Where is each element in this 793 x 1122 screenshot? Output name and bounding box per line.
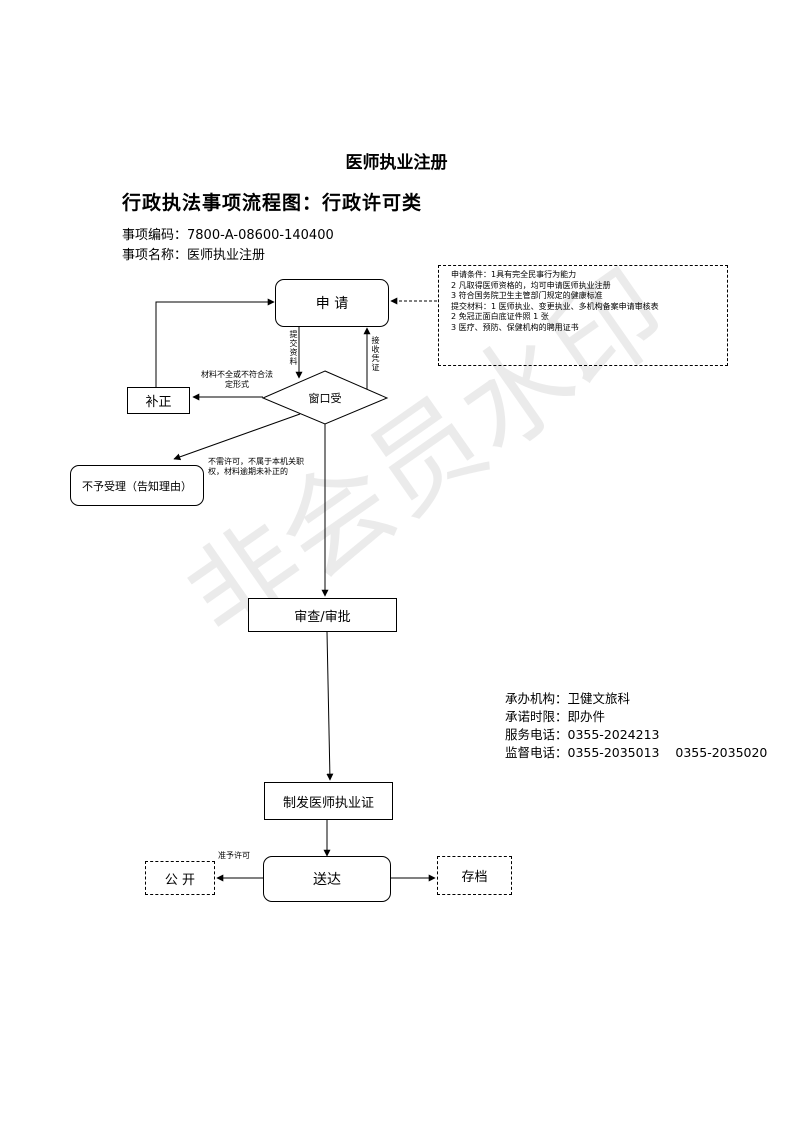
label-grant: 准予许可 xyxy=(218,851,250,860)
node-apply: 申 请 xyxy=(275,279,389,327)
condition-line: 3 符合国务院卫生主管部门规定的健康标准 xyxy=(451,291,603,300)
node-archive: 存档 xyxy=(437,856,512,895)
condition-line: 2 凡取得医师资格的，均可申请医师执业注册 xyxy=(451,280,611,290)
edge-supplement-apply xyxy=(155,298,275,387)
page-subtitle: 行政执法事项流程图：行政许可类 xyxy=(122,192,423,214)
info-time-limit: 承诺时限：即办件 xyxy=(505,709,606,724)
info-supervise-phone: 监督电话：0355-2035013 0355-2035020 xyxy=(505,745,768,760)
conditions-box: 申请条件：1具有完全民事行为能力 2 凡取得医师资格的，均可申请医师执业注册 3… xyxy=(438,265,728,366)
page-title: 医师执业注册 xyxy=(345,153,448,173)
condition-line: 3 医疗、预防、保健机构的聘用证书 xyxy=(451,322,579,332)
info-service-phone: 服务电话：0355-2024213 xyxy=(505,727,660,742)
condition-line: 申请条件：1具有完全民事行为能力 xyxy=(451,270,577,279)
node-reject: 不予受理（告知理由） xyxy=(70,465,204,506)
item-code: 事项编码：7800-A-08600-140400 xyxy=(122,228,334,243)
node-issue: 制发医师执业证 xyxy=(264,782,393,820)
node-deliver: 送达 xyxy=(263,856,391,902)
edge-to-issue xyxy=(326,631,334,781)
condition-line: 提交材料：1 医师执业、变更执业、多机构备案申请审核表 xyxy=(451,301,659,311)
label-receive: 接收凭证 xyxy=(371,336,380,372)
edge-reject xyxy=(173,413,301,461)
label-submit: 提交资料 xyxy=(289,330,298,366)
node-publish: 公 开 xyxy=(145,861,215,895)
label-no-permit: 不需许可，不属于本机关职权，材料逾期未补正的 xyxy=(208,457,304,476)
node-review: 审查/审批 xyxy=(248,598,397,632)
node-supplement: 补正 xyxy=(127,387,190,414)
info-agency: 承办机构：卫健文旅科 xyxy=(505,691,631,706)
item-name: 事项名称：医师执业注册 xyxy=(122,248,266,263)
node-window: 窗口受 xyxy=(308,392,342,405)
label-incomplete: 材料不全或不符合法定形式 xyxy=(201,370,273,389)
condition-line: 2 免冠正面白底证件照 1 张 xyxy=(451,312,549,321)
